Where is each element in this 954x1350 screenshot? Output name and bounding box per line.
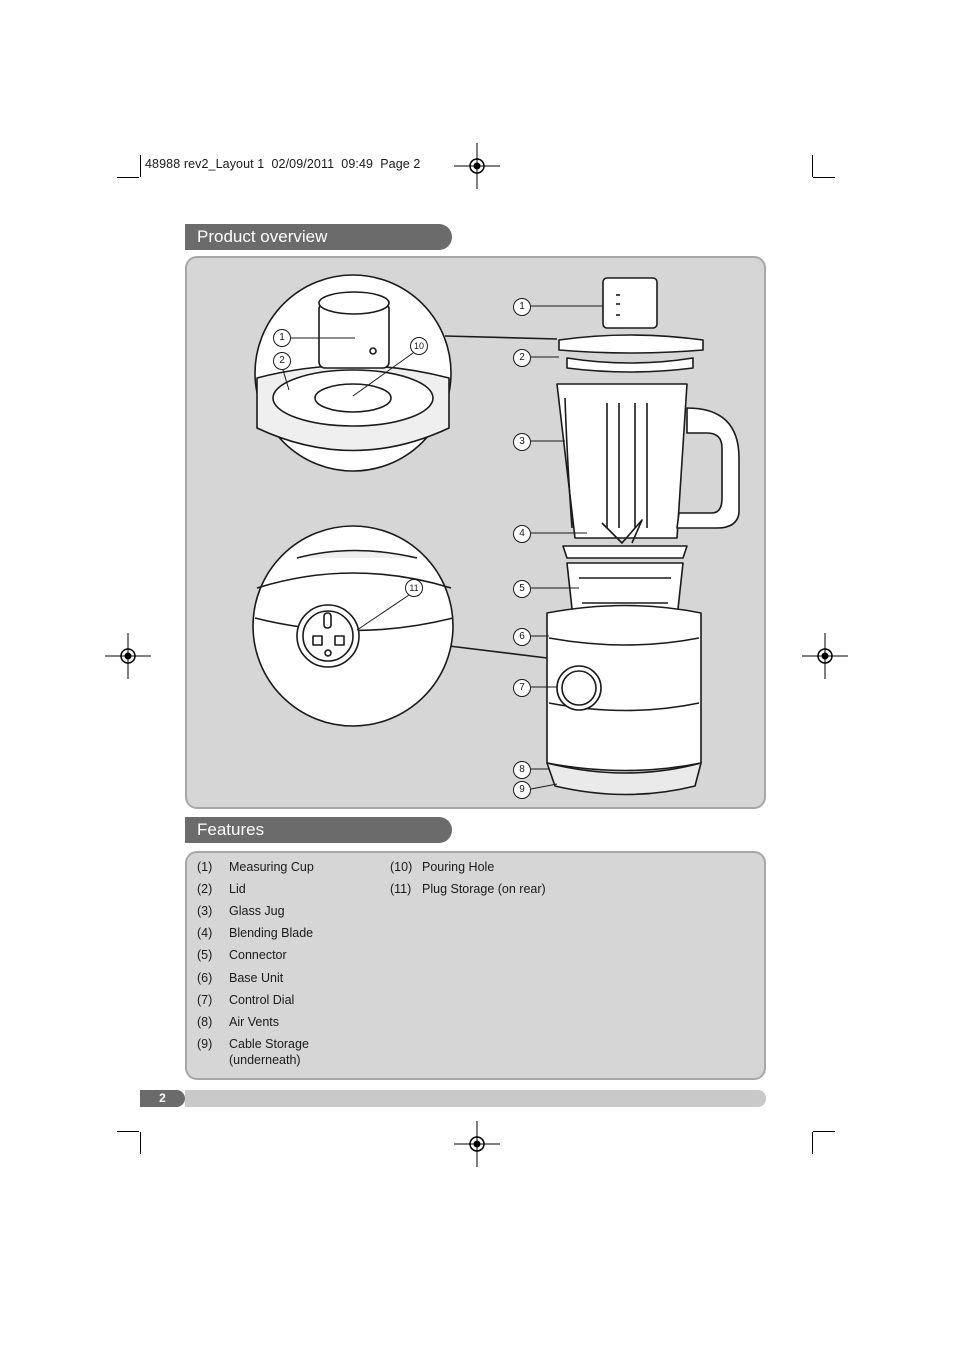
callout-marker: 7 <box>513 679 531 697</box>
feature-label: Blending Blade <box>229 926 314 940</box>
crop-mark <box>812 1132 813 1154</box>
callout-marker: 1 <box>273 329 291 347</box>
registration-mark-icon <box>105 633 151 679</box>
feature-label: Measuring Cup <box>229 860 314 874</box>
callout-marker: 1 <box>513 298 531 316</box>
feature-label: Control Dial <box>229 993 295 1007</box>
print-slug: 48988 rev2_Layout 1 02/09/2011 09:49 Pag… <box>145 157 421 171</box>
feature-label: Glass Jug <box>229 904 285 918</box>
feature-number: (1) <box>197 860 213 874</box>
callout-marker: 5 <box>513 580 531 598</box>
overview-panel: 1 2 10 11 1 2 3 4 5 6 7 8 9 <box>185 256 766 809</box>
crop-mark <box>813 177 835 178</box>
feature-label: Base Unit <box>229 971 284 985</box>
page-number: 2 <box>140 1090 185 1107</box>
feature-number: (2) <box>197 882 213 896</box>
feature-number: (10) <box>390 860 413 874</box>
registration-mark-icon <box>454 1121 500 1167</box>
feature-number: (5) <box>197 948 213 962</box>
registration-mark-icon <box>802 633 848 679</box>
feature-label: Cable Storage (underneath) <box>229 1037 309 1067</box>
feature-number: (8) <box>197 1015 213 1029</box>
feature-number: (11) <box>390 882 412 896</box>
overview-heading: Product overview <box>185 224 452 250</box>
feature-number: (6) <box>197 971 213 985</box>
crop-mark <box>140 1132 141 1154</box>
callout-marker: 9 <box>513 781 531 799</box>
crop-mark <box>117 177 139 178</box>
callout-marker: 8 <box>513 761 531 779</box>
features-heading: Features <box>185 817 452 843</box>
feature-number: (4) <box>197 926 213 940</box>
callout-marker: 2 <box>513 349 531 367</box>
callout-marker: 4 <box>513 525 531 543</box>
feature-number: (7) <box>197 993 213 1007</box>
callout-marker: 6 <box>513 628 531 646</box>
feature-number: (9) <box>197 1037 213 1051</box>
crop-mark <box>117 1131 139 1132</box>
crop-mark <box>813 1131 835 1132</box>
footer-bar <box>185 1090 766 1107</box>
callout-marker: 3 <box>513 433 531 451</box>
feature-label: Plug Storage (on rear) <box>422 882 546 896</box>
feature-label: Pouring Hole <box>422 860 495 874</box>
crop-mark <box>812 155 813 177</box>
callout-marker: 10 <box>410 337 428 355</box>
feature-label: Lid <box>229 882 246 896</box>
feature-label: Connector <box>229 948 287 962</box>
features-panel: (1) Measuring Cup (2) Lid (3) Glass Jug … <box>185 851 766 1080</box>
feature-number: (3) <box>197 904 213 918</box>
callout-marker: 2 <box>273 352 291 370</box>
callout-marker: 11 <box>405 579 423 597</box>
feature-label: Air Vents <box>229 1015 280 1029</box>
registration-mark-icon <box>454 143 500 189</box>
crop-mark <box>140 155 141 177</box>
